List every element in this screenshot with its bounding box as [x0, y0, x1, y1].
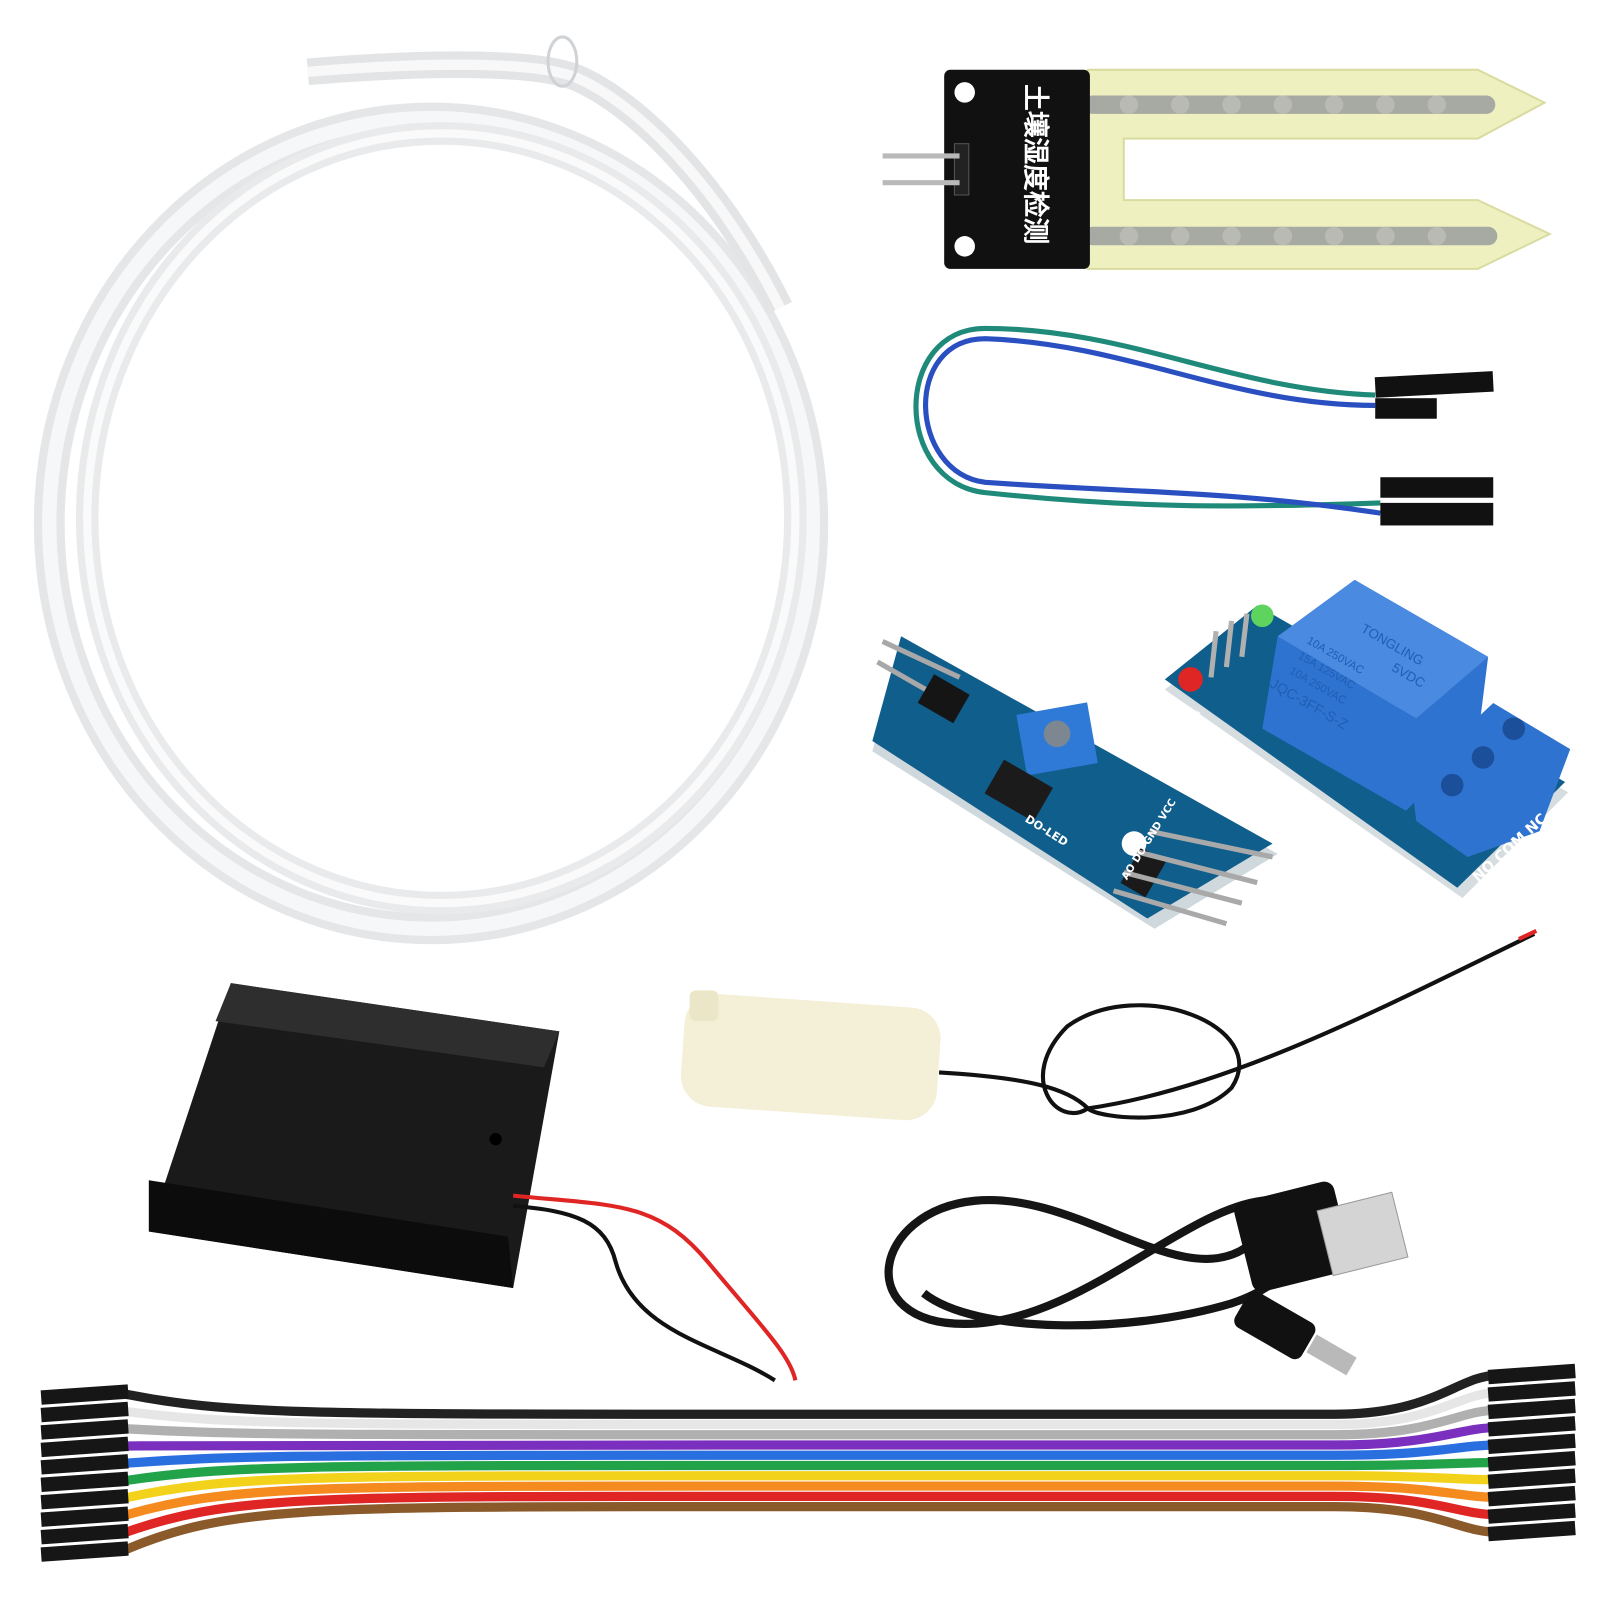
dupont-connector — [1487, 1363, 1576, 1385]
dupont-connector — [40, 1541, 129, 1562]
dupont-connector — [40, 1523, 129, 1545]
dupont-connector — [1487, 1468, 1576, 1489]
jumper-wire-ribbon — [40, 1363, 1576, 1562]
dupont-connector — [1487, 1485, 1576, 1507]
dupont-wire-pair — [913, 325, 1494, 526]
dupont-connector — [40, 1454, 129, 1475]
jumper-wire — [122, 1370, 1499, 1419]
dupont-connector — [40, 1419, 129, 1440]
jumper-wire — [121, 1491, 1499, 1538]
dupont-connector — [40, 1384, 129, 1405]
dupont-connector — [1487, 1503, 1576, 1524]
green-led — [1251, 604, 1274, 628]
battery-wires — [512, 1193, 798, 1383]
dupont-connector — [40, 1471, 129, 1492]
mounting-hole — [954, 82, 975, 103]
dupont-connector — [40, 1489, 129, 1510]
dupont-connector — [1487, 1381, 1576, 1402]
mounting-hole — [954, 236, 975, 257]
jumper-wire — [121, 1481, 1499, 1521]
dupont-connector — [1487, 1416, 1576, 1437]
jumper-wire — [122, 1405, 1499, 1440]
battery-box — [148, 983, 560, 1288]
screw-terminal — [1411, 703, 1571, 857]
dupont-connector — [1487, 1433, 1576, 1455]
usb-barrel-cable — [884, 1181, 1409, 1376]
comparator-chip — [984, 759, 1053, 822]
usb-a-plug — [1316, 1191, 1409, 1277]
header-pins — [882, 153, 960, 186]
jumper-wire — [122, 1471, 1499, 1503]
dupont-connector — [40, 1506, 129, 1527]
dupont-connector — [1487, 1520, 1576, 1542]
jumper-wire — [122, 1388, 1499, 1430]
clear-tubing — [33, 35, 829, 945]
dupont-connector — [1487, 1451, 1576, 1472]
dupont-connector — [40, 1401, 129, 1423]
probe-label: 土壤湿度检测 — [1019, 84, 1050, 244]
jumper-wire — [121, 1501, 1499, 1555]
soil-moisture-probe: 土壤湿度检测 — [882, 68, 1553, 270]
relay-module: TONGLING 5VDC 10A 250VAC 15A 125VAC 10A … — [1164, 579, 1571, 898]
barrel-plug — [1306, 1334, 1357, 1376]
dupont-connector — [40, 1436, 129, 1458]
jumper-wire — [122, 1440, 1499, 1469]
dupont-connector — [1487, 1398, 1576, 1420]
jumper-wire — [123, 1422, 1499, 1451]
red-led — [1178, 667, 1203, 692]
jumper-wire — [122, 1457, 1499, 1486]
mini-water-pump — [680, 928, 1538, 1121]
